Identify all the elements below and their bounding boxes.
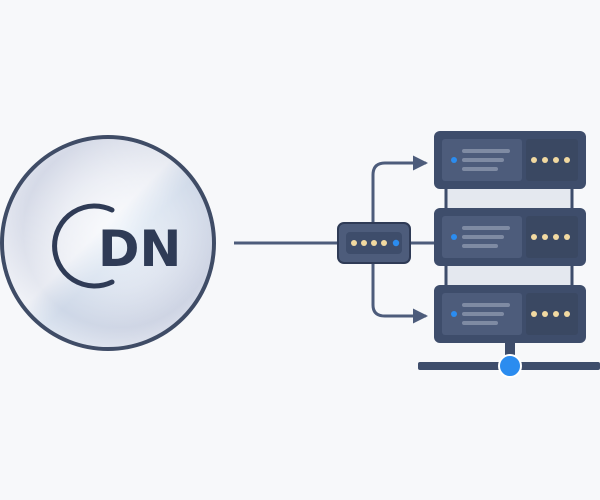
logo-c-glyph — [52, 203, 115, 289]
switch-led — [381, 240, 387, 246]
switch-led — [361, 240, 367, 246]
server-unit — [434, 285, 586, 343]
switch-led — [392, 239, 400, 247]
server-unit — [434, 131, 586, 189]
arrow-right-icon — [371, 261, 428, 324]
arrow-right-icon — [371, 155, 428, 225]
switch-led — [371, 240, 377, 246]
cdn-logo: DN — [52, 203, 181, 289]
server-icon — [418, 131, 600, 378]
switch-led — [351, 240, 357, 246]
disc-icon — [0, 135, 216, 351]
switch-icon — [337, 222, 411, 264]
logo-text: DN — [98, 220, 181, 278]
switch-branches — [371, 155, 436, 324]
network-node-icon — [418, 343, 600, 378]
server-unit — [434, 208, 586, 266]
